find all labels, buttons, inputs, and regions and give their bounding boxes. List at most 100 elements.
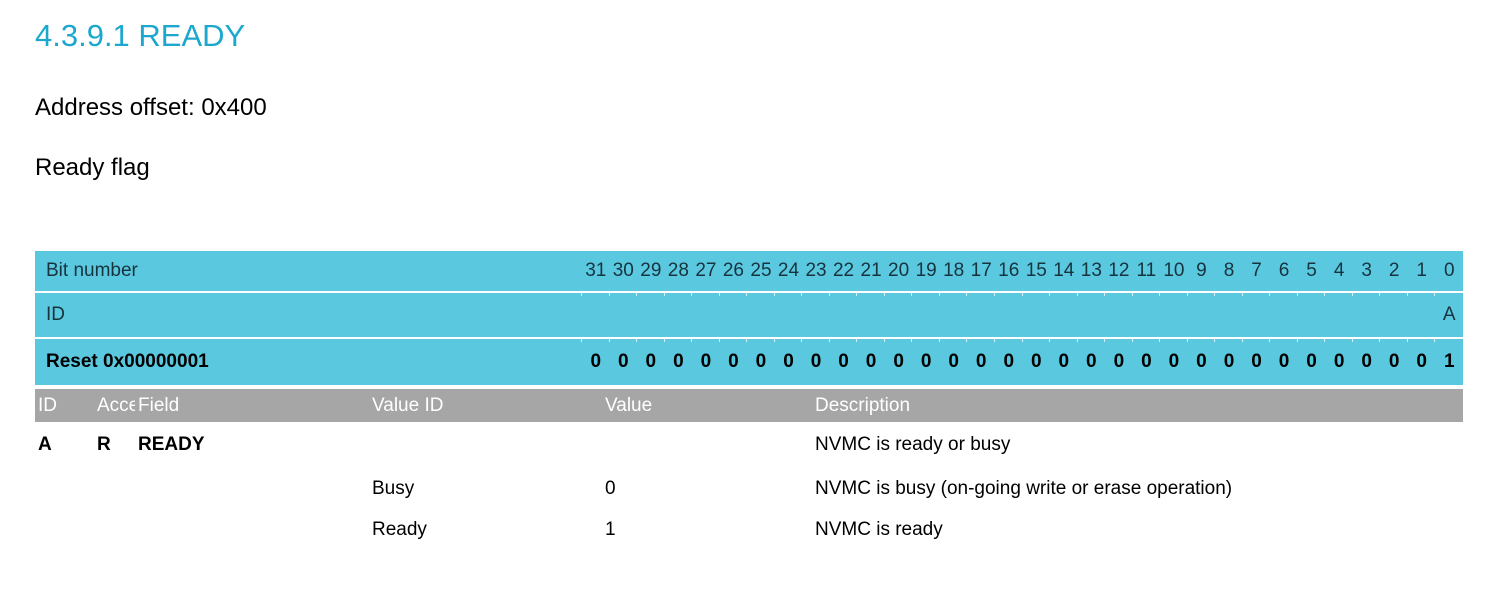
bit-number-cell: 18: [943, 260, 965, 281]
id-cell: [1186, 291, 1216, 337]
id-cell: [1131, 291, 1161, 337]
id-row-label: ID: [46, 304, 65, 325]
header-access: Acce: [97, 394, 135, 416]
bit-number-cell: 22: [832, 260, 855, 281]
id-cell: [1379, 291, 1408, 337]
id-cell: [801, 291, 830, 337]
header-description: Description: [815, 394, 911, 416]
bit-number-cell: 25: [750, 260, 772, 281]
bit-number-cell: 7: [1251, 260, 1262, 281]
id-cell: [1021, 291, 1051, 337]
bit-number-cell: 6: [1278, 260, 1290, 281]
bit-number-cell: 16: [998, 260, 1020, 281]
reset-bit-cell: 0: [856, 337, 885, 385]
bit-number-cell: 26: [722, 260, 744, 281]
reset-bit-cell: 0: [1131, 337, 1161, 385]
reset-bit-cell: 0: [1049, 337, 1078, 385]
reset-bit-cell: 0: [966, 337, 995, 385]
reset-bit-cell: 0: [636, 337, 665, 385]
reset-bit-cell: 0: [718, 337, 748, 385]
id-cell: [1049, 291, 1078, 337]
header-value: Value: [605, 394, 653, 416]
bit-number-cell: 31: [585, 260, 607, 281]
bit-number-cell: 27: [695, 260, 717, 281]
field-value-cell: 1: [605, 518, 616, 540]
id-cell: [993, 291, 1023, 337]
reset-bit-cell: 0: [663, 337, 693, 385]
reset-bit-cell: 0: [1241, 337, 1271, 385]
id-cell: [691, 291, 720, 337]
register-doc-page: 4.3.9.1 READY Address offset: 0x400 Read…: [0, 16, 1495, 599]
bit-number-cell: 9: [1196, 260, 1207, 281]
bit-number-cell: 23: [805, 260, 827, 281]
bit-number-cell: 1: [1416, 260, 1427, 281]
reset-bit-cell: 0: [1186, 337, 1216, 385]
reset-bit-cell: 0: [1351, 337, 1381, 385]
id-cell: [581, 291, 610, 337]
id-cell: [1076, 291, 1106, 337]
field-description-cell: NVMC is ready or busy: [815, 434, 1011, 455]
field-value-id-cell: Ready: [372, 518, 427, 540]
field-value-cell: 0: [605, 477, 616, 499]
reset-bit-cell: 0: [993, 337, 1023, 385]
bit-number-cell: 10: [1163, 260, 1185, 281]
reset-bit-cell: 0: [801, 337, 830, 385]
reset-bit-cell: 0: [1296, 337, 1326, 385]
id-row: ID A: [35, 291, 1463, 337]
id-cell: [1406, 291, 1436, 337]
id-cells: A: [581, 291, 1463, 337]
reset-bit-cell: 0: [1214, 337, 1243, 385]
id-cell: [773, 291, 803, 337]
bit-number-cell: 8: [1223, 260, 1235, 281]
id-cell: [856, 291, 885, 337]
header-id: ID: [38, 394, 57, 416]
id-cell: [938, 291, 968, 337]
bit-number-cell: 4: [1333, 260, 1345, 281]
id-cell: [1241, 291, 1271, 337]
id-cell: [828, 291, 858, 337]
id-cell: [636, 291, 665, 337]
reset-bit-cell: 0: [938, 337, 968, 385]
id-cell: [608, 291, 638, 337]
bit-number-cell: 11: [1136, 260, 1157, 281]
reset-bit-cell: 0: [608, 337, 638, 385]
reset-bit-cell: 0: [828, 337, 858, 385]
bit-number-cell: 0: [1443, 260, 1455, 281]
id-cell: [1324, 291, 1353, 337]
bit-number-cell: 3: [1361, 260, 1372, 281]
id-cell: [718, 291, 748, 337]
id-cell: [883, 291, 913, 337]
field-table: ID Acce Field Value ID Value Description…: [35, 389, 1463, 550]
reset-bit-cell: 0: [1159, 337, 1188, 385]
bit-number-cell: 17: [970, 260, 992, 281]
header-field: Field: [138, 394, 180, 416]
reset-bit-cell: 0: [1406, 337, 1436, 385]
field-name-cell: READY: [138, 434, 205, 455]
address-offset-text: Address offset: 0x400: [35, 94, 267, 121]
reset-bit-cell: 0: [883, 337, 913, 385]
bit-number-cell: 20: [888, 260, 910, 281]
reset-bit-cell: 0: [773, 337, 803, 385]
bit-number-cell: 15: [1025, 260, 1047, 281]
id-cell: [966, 291, 995, 337]
bit-number-cell: 28: [667, 260, 689, 281]
reset-bit-cell: 0: [746, 337, 775, 385]
id-cell: A: [1434, 291, 1463, 337]
id-cell: [746, 291, 775, 337]
bit-number-cell: 29: [640, 260, 662, 281]
field-description-cell: NVMC is busy (on-going write or erase op…: [815, 477, 1233, 499]
id-cell: [911, 291, 940, 337]
reset-bit-cell: 0: [911, 337, 940, 385]
bit-number-cell: 12: [1108, 260, 1130, 281]
id-cell: [1104, 291, 1133, 337]
bit-number-cell: 14: [1053, 260, 1075, 281]
bit-number-cell: 24: [777, 260, 800, 281]
